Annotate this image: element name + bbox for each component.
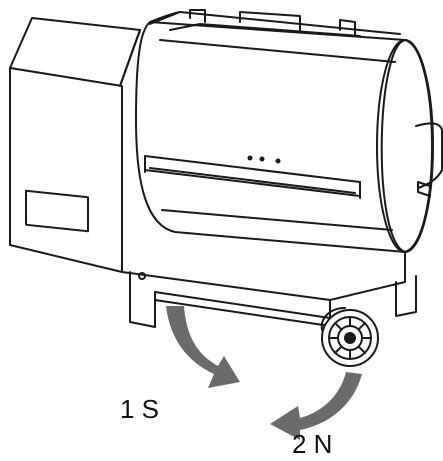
barrel-end-cap	[376, 39, 434, 253]
lid-hinge-center	[239, 11, 301, 31]
curved-arrow-down-right-icon	[166, 306, 240, 388]
grill-wheel	[320, 307, 379, 367]
side-handle	[415, 122, 443, 189]
grill-barrel	[135, 9, 443, 253]
curved-arrow-down-left-icon	[270, 372, 362, 440]
pellet-hopper	[9, 17, 141, 273]
step-2-label: 2 N	[292, 429, 333, 459]
lid-hinge-left	[189, 9, 206, 23]
grill-base	[121, 209, 417, 328]
leg-bolt	[138, 272, 146, 280]
step-1-label: 1 S	[120, 394, 160, 424]
hopper-label-plate	[25, 189, 89, 233]
lid-hinge-right	[339, 19, 356, 37]
